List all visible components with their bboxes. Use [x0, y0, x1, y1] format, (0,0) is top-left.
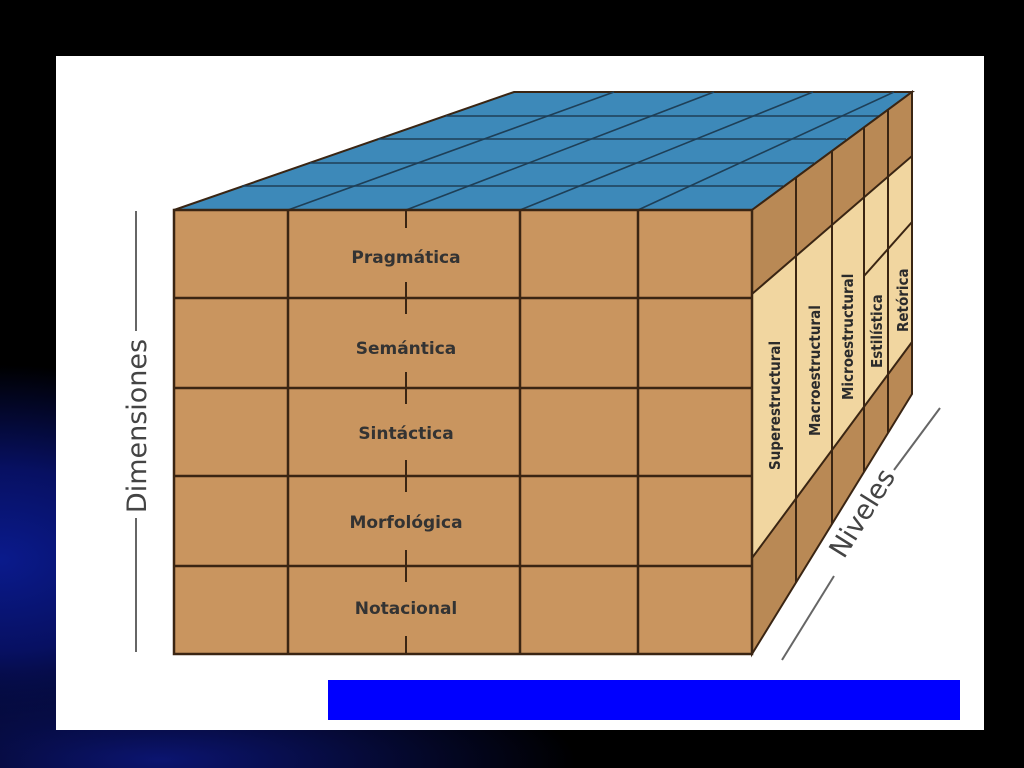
nivel-label-macroestructural: Macroestructural [806, 305, 824, 436]
dimension-label-morfologica: Morfológica [349, 513, 462, 533]
cube-side-grid [795, 110, 913, 583]
dimensiones-axis: Dimensiones [122, 211, 153, 652]
cube-front-grid [174, 210, 752, 654]
cube-diagram: Pragmática Semántica Sintáctica Morfológ… [122, 90, 941, 661]
nivel-label-microestructural: Microestructural [839, 274, 857, 400]
nivel-label-retorica: Retórica [894, 268, 912, 332]
slide-panel: Pragmática Semántica Sintáctica Morfológ… [56, 56, 984, 730]
cube-top-grid [242, 91, 895, 211]
nivel-label-estilistica: Estilística [868, 294, 886, 368]
dimensiones-axis-label: Dimensiones [122, 339, 153, 513]
dimension-label-pragmatica: Pragmática [351, 248, 460, 268]
cube-front-face [172, 208, 754, 656]
dimension-label-notacional: Notacional [355, 599, 458, 619]
nivel-label-superestructural: Superestructural [766, 341, 784, 470]
dimension-label-semantica: Semántica [356, 339, 457, 359]
caption-bar [328, 680, 960, 720]
dimension-label-sintactica: Sintáctica [358, 424, 453, 444]
